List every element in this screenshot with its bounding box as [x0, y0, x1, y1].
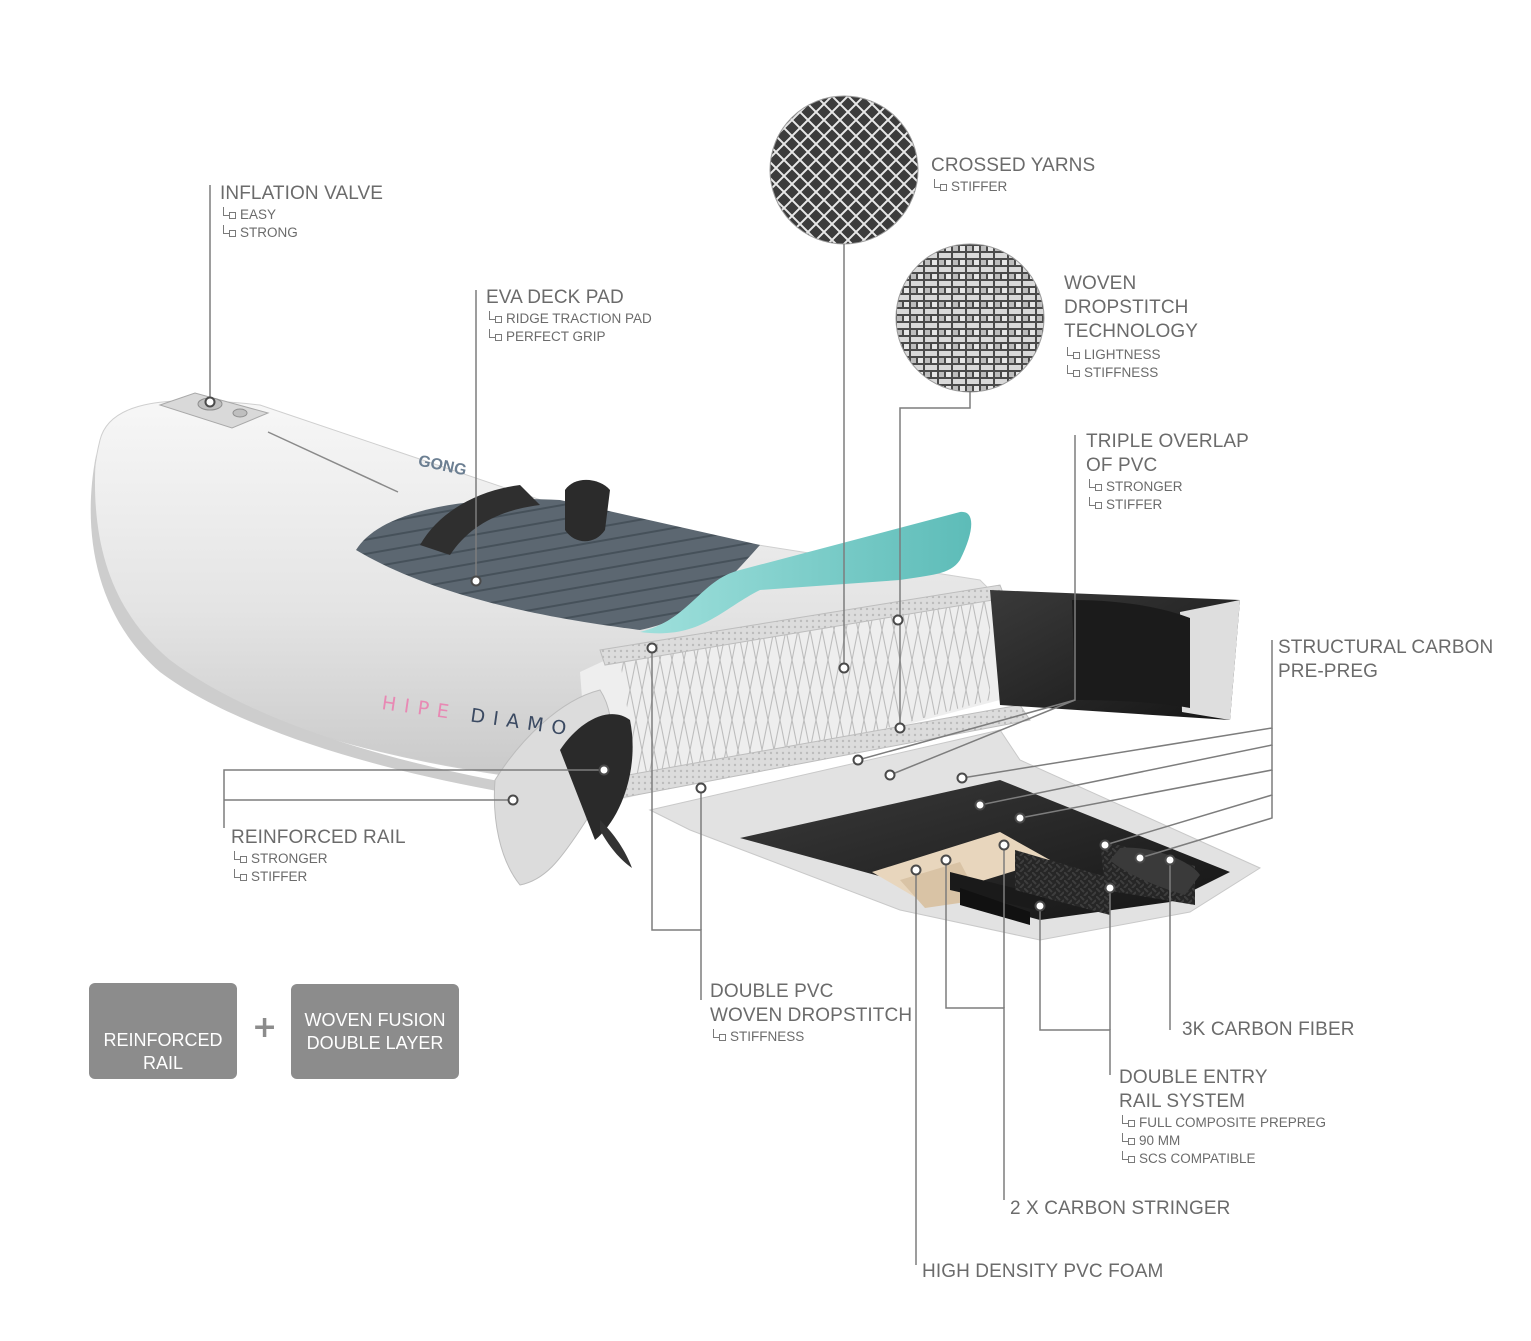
structural-carbon-title-line: PRE-PREG [1278, 661, 1379, 682]
reinforced-rail-item: STRONGER [231, 850, 406, 868]
carbon-fiber-title: 3K CARBON FIBER [1182, 1019, 1355, 1040]
badge-woven-fusion-line: WOVEN FUSION [304, 1009, 446, 1030]
double-pvc-item: STIFFNESS [710, 1028, 912, 1046]
leader-dots [204, 396, 1176, 912]
eva-deck-pad-title: EVA DECK PAD [486, 287, 624, 308]
structural-carbon-title-line: STRUCTURAL CARBON [1278, 637, 1494, 658]
label-3k-carbon-fiber: 3K CARBON FIBER [1182, 1018, 1355, 1042]
badge-woven-fusion-line: DOUBLE LAYER [306, 1032, 444, 1053]
label-double-entry-rail: DOUBLE ENTRY RAIL SYSTEM FULL COMPOSITE … [1119, 1066, 1326, 1168]
label-reinforced-rail: REINFORCED RAIL STRONGER STIFFER [231, 826, 406, 886]
badge-woven-fusion: WOVEN FUSION DOUBLE LAYER [291, 984, 459, 1079]
triple-overlap-title-line: TRIPLE OVERLAP [1086, 431, 1249, 452]
carbon-stringer-title: 2 X CARBON STRINGER [1010, 1198, 1231, 1219]
eva-deck-pad-item: RIDGE TRACTION PAD [486, 310, 652, 328]
label-structural-carbon: STRUCTURAL CARBON PRE-PREG [1278, 636, 1493, 684]
label-inflation-valve: INFLATION VALVE EASY STRONG [220, 182, 383, 242]
double-entry-item: FULL COMPOSITE PREPREG [1119, 1114, 1326, 1132]
badge-reinforced-rail-line: REINFORCED [103, 1030, 223, 1050]
double-pvc-title-line: WOVEN DROPSTITCH [710, 1005, 913, 1026]
double-entry-item: SCS COMPATIBLE [1119, 1150, 1326, 1168]
plus-icon: + [252, 1010, 278, 1045]
triple-overlap-item: STIFFER [1086, 496, 1249, 514]
inflation-valve-item: EASY [220, 206, 383, 224]
leader-lines [209, 185, 1273, 1265]
pvc-layer-graphic [990, 590, 1240, 720]
eva-deck-pad-item: PERFECT GRIP [486, 328, 652, 346]
triple-overlap-item: STRONGER [1086, 478, 1249, 496]
double-entry-title-line: RAIL SYSTEM [1119, 1091, 1246, 1112]
badge-reinforced-rail: REINFORCED RAIL [89, 983, 237, 1079]
crossed-yarns-zoom [769, 95, 919, 245]
woven-dropstitch-zoom [895, 243, 1045, 393]
woven-dropstitch-title-line: TECHNOLOGY [1064, 321, 1199, 342]
label-carbon-stringer: 2 X CARBON STRINGER [1010, 1197, 1230, 1221]
crossed-yarns-title: CROSSED YARNS [931, 155, 1096, 176]
woven-dropstitch-item: LIGHTNESS [1064, 346, 1198, 364]
teal-deck-layer [640, 511, 972, 634]
inflation-valve-item: STRONG [220, 224, 383, 242]
eva-deck-pad-graphic [356, 479, 760, 630]
double-pvc-title-line: DOUBLE PVC [710, 981, 834, 1002]
reinforced-rail-graphic [493, 689, 633, 886]
label-eva-deck-pad: EVA DECK PAD RIDGE TRACTION PAD PERFECT … [486, 286, 652, 346]
double-entry-title-line: DOUBLE ENTRY [1119, 1067, 1268, 1088]
pvc-foam-title: HIGH DENSITY PVC FOAM [922, 1261, 1164, 1282]
reinforced-rail-title: REINFORCED RAIL [231, 827, 406, 848]
inflation-valve-title: INFLATION VALVE [220, 183, 384, 204]
label-woven-dropstitch: WOVEN DROPSTITCH TECHNOLOGY LIGHTNESS ST… [1064, 272, 1198, 382]
triple-overlap-title-line: OF PVC [1086, 455, 1158, 476]
reinforced-rail-item: STIFFER [231, 868, 406, 886]
badge-reinforced-rail-line: RAIL [142, 1053, 184, 1073]
woven-dropstitch-item: STIFFNESS [1064, 364, 1198, 382]
double-entry-item: 90 MM [1119, 1132, 1326, 1150]
woven-dropstitch-title-line: DROPSTITCH [1064, 297, 1189, 318]
label-triple-overlap: TRIPLE OVERLAP OF PVC STRONGER STIFFER [1086, 430, 1249, 514]
label-crossed-yarns: CROSSED YARNS STIFFER [931, 154, 1095, 196]
label-double-pvc: DOUBLE PVC WOVEN DROPSTITCH STIFFNESS [710, 980, 912, 1046]
woven-dropstitch-title-line: WOVEN [1064, 273, 1137, 294]
crossed-yarns-item: STIFFER [931, 178, 1095, 196]
label-pvc-foam: HIGH DENSITY PVC FOAM [922, 1260, 1163, 1284]
